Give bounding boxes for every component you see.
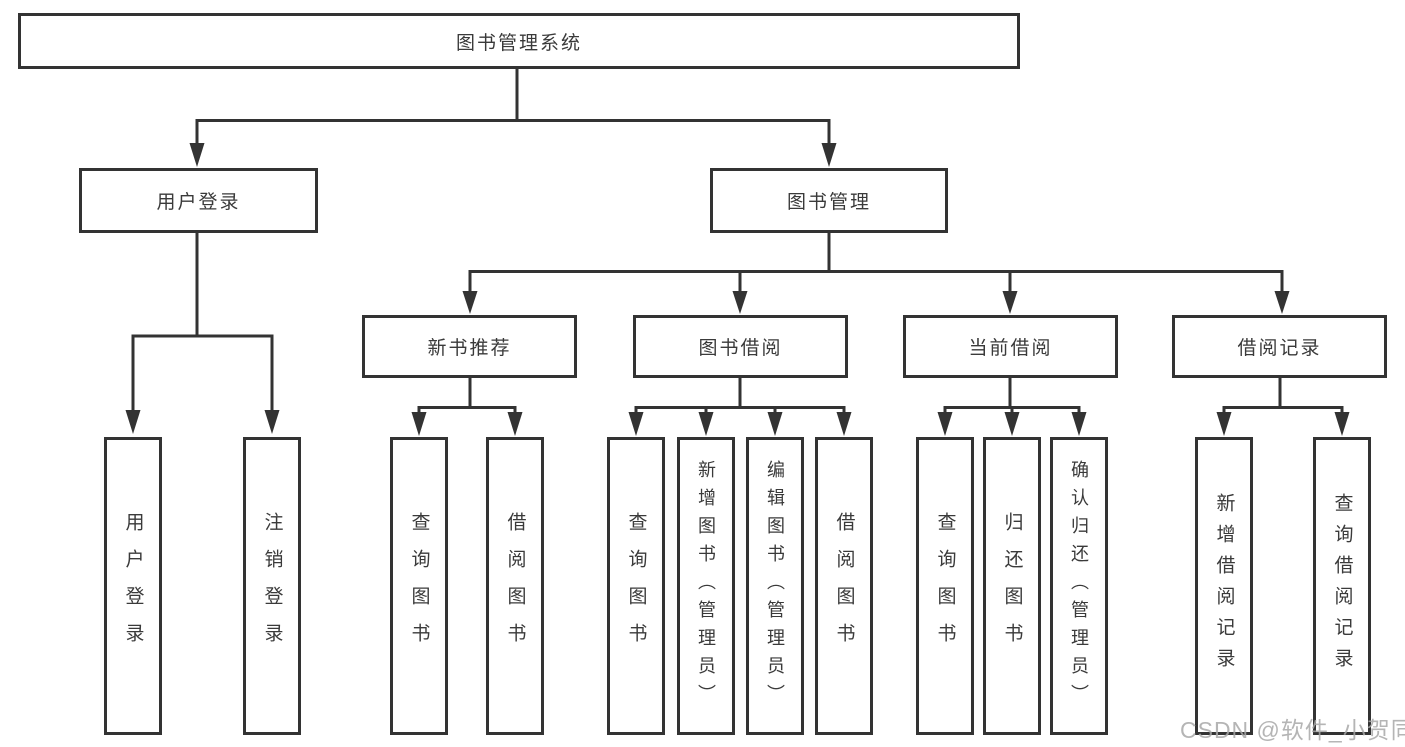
node-borrow-books-borrowing: 借阅图书 xyxy=(815,437,873,735)
arrow-down-icon xyxy=(821,143,837,167)
node-logout-action: 注销登录 xyxy=(243,437,301,735)
node-label: 用户登录 xyxy=(156,192,241,213)
node-label: 借阅图书 xyxy=(504,512,526,660)
node-edit-books-admin: 编辑图书（管理员） xyxy=(746,437,804,735)
connector-user-login-to-leaves xyxy=(131,233,274,412)
node-label: 当前借阅 xyxy=(968,338,1053,359)
node-label: 借阅图书 xyxy=(833,512,855,660)
arrow-down-icon xyxy=(189,143,205,167)
arrow-down-icon xyxy=(125,410,141,434)
arrow-down-icon xyxy=(1274,291,1290,314)
node-label: 图书管理系统 xyxy=(455,32,582,54)
connector-line xyxy=(195,119,831,145)
node-label: 图书借阅 xyxy=(698,338,783,359)
arrow-down-icon xyxy=(1216,412,1232,436)
node-borrow-books-recommend: 借阅图书 xyxy=(486,437,544,735)
node-user-login: 用户登录 xyxy=(79,168,318,233)
node-query-books-borrowing: 查询图书 xyxy=(607,437,665,735)
arrow-down-icon xyxy=(732,291,748,314)
arrow-down-icon xyxy=(411,412,427,436)
arrow-down-icon xyxy=(462,291,478,314)
csdn-watermark: CSDN @软件_小贺同学 xyxy=(1180,717,1405,743)
arrow-down-icon xyxy=(698,412,714,436)
node-label: 用户登录 xyxy=(122,512,144,660)
arrow-down-icon xyxy=(836,412,852,436)
node-label: 新书推荐 xyxy=(427,338,512,359)
connector-line xyxy=(131,334,274,412)
node-label: 查询图书 xyxy=(934,512,956,660)
arrow-down-icon xyxy=(1002,291,1018,314)
connector-book-management-to-level3 xyxy=(468,233,1284,294)
connector-book-borrowing-to-leaves xyxy=(634,378,846,415)
node-label: 图书管理 xyxy=(786,192,871,213)
arrow-down-icon xyxy=(1334,412,1350,436)
node-add-books-admin: 新增图书（管理员） xyxy=(677,437,735,735)
node-label: 新增图书（管理员） xyxy=(696,460,716,712)
node-label: 查询图书 xyxy=(408,512,430,660)
arrow-down-icon xyxy=(264,410,280,434)
connector-line xyxy=(634,406,846,415)
connector-line xyxy=(468,270,1284,294)
arrow-down-icon xyxy=(628,412,644,436)
node-borrowing-records: 借阅记录 xyxy=(1172,315,1387,378)
connector-borrowing-records-to-leaves xyxy=(1222,378,1344,415)
node-return-books: 归还图书 xyxy=(983,437,1041,735)
node-user-login-action: 用户登录 xyxy=(104,437,162,735)
node-label: 借阅记录 xyxy=(1237,338,1322,359)
node-current-borrowing: 当前借阅 xyxy=(903,315,1118,378)
node-query-books-current: 查询图书 xyxy=(916,437,974,735)
arrow-down-icon xyxy=(1004,412,1020,436)
node-book-management: 图书管理 xyxy=(710,168,948,233)
node-book-borrowing: 图书借阅 xyxy=(633,315,848,378)
arrow-down-icon xyxy=(767,412,783,436)
node-label: 查询借阅记录 xyxy=(1331,493,1353,679)
connector-current-borrowing-to-leaves xyxy=(943,378,1081,415)
connector-root-to-level2 xyxy=(195,69,831,145)
node-library-management-system: 图书管理系统 xyxy=(18,13,1020,69)
connector-line xyxy=(417,406,517,415)
node-label: 查询图书 xyxy=(625,512,647,660)
connector-line xyxy=(738,271,1012,294)
connector-line xyxy=(1222,406,1344,415)
connector-new-book-recommend-to-leaves xyxy=(417,378,517,415)
node-query-borrow-record: 查询借阅记录 xyxy=(1313,437,1371,735)
node-new-book-recommend: 新书推荐 xyxy=(362,315,577,378)
arrow-down-icon xyxy=(937,412,953,436)
node-query-books-recommend: 查询图书 xyxy=(390,437,448,735)
node-confirm-return-admin: 确认归还（管理员） xyxy=(1050,437,1108,735)
arrow-down-icon xyxy=(507,412,523,436)
node-label: 归还图书 xyxy=(1001,512,1023,660)
node-label: 确认归还（管理员） xyxy=(1069,460,1089,712)
node-label: 新增借阅记录 xyxy=(1213,493,1235,679)
node-add-borrow-record: 新增借阅记录 xyxy=(1195,437,1253,735)
node-label: 注销登录 xyxy=(261,512,283,660)
arrow-down-icon xyxy=(1071,412,1087,436)
node-label: 编辑图书（管理员） xyxy=(765,460,785,712)
